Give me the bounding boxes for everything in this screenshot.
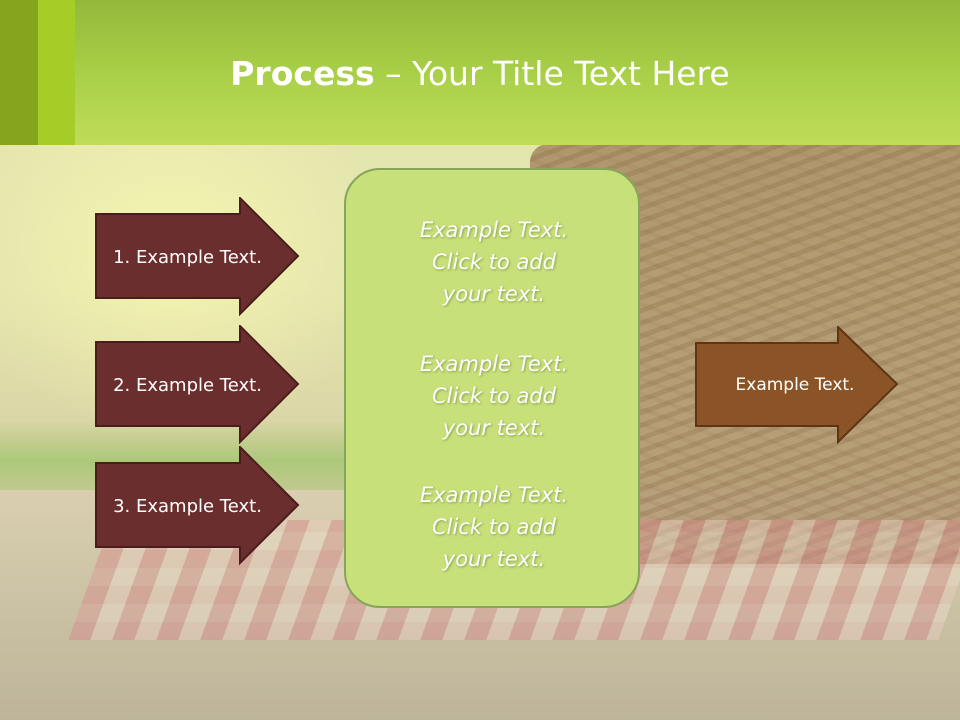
step-arrow-2[interactable]: 2. Example Text. bbox=[95, 325, 300, 445]
result-arrow[interactable]: Example Text. bbox=[695, 326, 900, 444]
slide-title[interactable]: Process – Your Title Text Here bbox=[0, 52, 960, 96]
center-text-block-2[interactable]: Example Text. Click to add your text. bbox=[419, 352, 569, 440]
step-arrow-1[interactable]: 1. Example Text. bbox=[95, 197, 300, 317]
arrow-shape bbox=[95, 446, 300, 566]
header-accent-dark bbox=[0, 0, 38, 145]
arrow-shape bbox=[695, 326, 899, 444]
arrow-shape bbox=[95, 325, 300, 445]
header-band: Process – Your Title Text Here bbox=[0, 0, 960, 145]
step-label: 3. Example Text. bbox=[113, 495, 262, 517]
center-text-block-3[interactable]: Example Text. Click to add your text. bbox=[419, 483, 569, 571]
step-label: 1. Example Text. bbox=[113, 246, 262, 268]
step-arrow-3[interactable]: 3. Example Text. bbox=[95, 446, 300, 566]
header-accent-light bbox=[38, 0, 75, 145]
title-bold-part: Process bbox=[230, 54, 375, 93]
center-text-box[interactable]: Example Text. Click to add your text. Ex… bbox=[344, 168, 640, 608]
result-label: Example Text. bbox=[735, 375, 855, 395]
arrow-shape bbox=[95, 197, 300, 317]
step-label: 2. Example Text. bbox=[113, 374, 262, 396]
center-text-block-1[interactable]: Example Text. Click to add your text. bbox=[419, 218, 569, 306]
title-rest-part: – Your Title Text Here bbox=[374, 54, 730, 93]
